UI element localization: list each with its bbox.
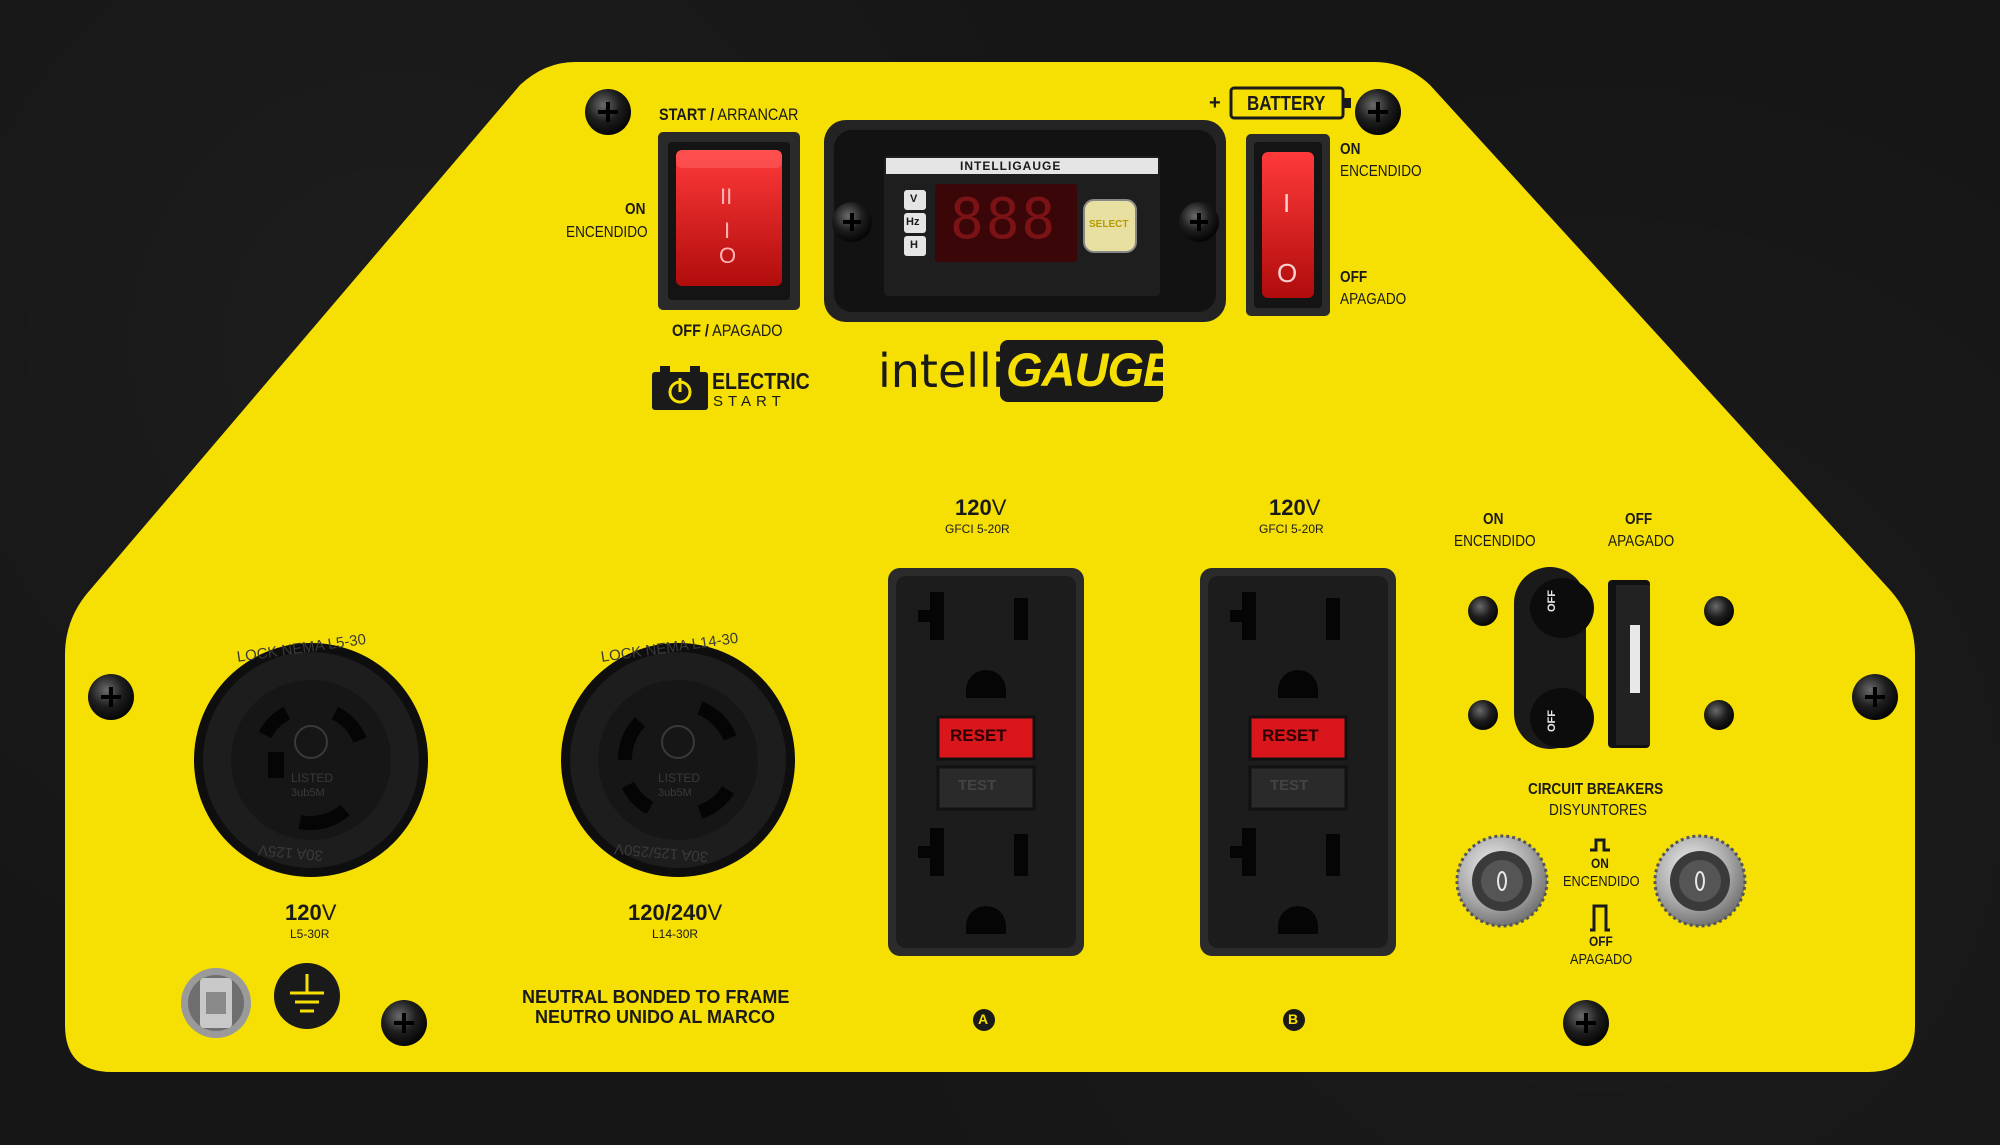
battery-power-icon bbox=[652, 366, 708, 410]
gfci-b-type: GFCI 5-20R bbox=[1259, 522, 1324, 536]
breaker-toggle-1[interactable] bbox=[1530, 578, 1594, 638]
outlet2-type: L14-30R bbox=[652, 927, 699, 941]
breaker-2-toggle-label: OFF bbox=[1546, 710, 1558, 732]
gauge-logo-box bbox=[1000, 340, 1163, 402]
mode-indicator-v bbox=[904, 190, 926, 210]
outlet1-listed-code: 3ub5M bbox=[291, 787, 325, 799]
battery-off-label: OFF bbox=[1340, 269, 1368, 286]
screw-icon bbox=[585, 89, 631, 135]
intelligauge-meter bbox=[824, 120, 1226, 322]
breaker-off-label: OFF bbox=[1625, 511, 1653, 528]
screw-icon bbox=[1704, 596, 1734, 626]
start-off-label: OFF / APAGADO bbox=[672, 321, 783, 340]
battery-on-label-es: ENCENDIDO bbox=[1340, 163, 1422, 180]
battery-rocker-switch[interactable] bbox=[1246, 134, 1330, 316]
gauge-display: 888 bbox=[950, 187, 1058, 252]
push-breaker-off-icon bbox=[1590, 904, 1610, 932]
start-on-label-es: ENCENDIDO bbox=[566, 224, 648, 241]
breaker-on-label: ON bbox=[1483, 511, 1504, 528]
gauge-logo-light: intelli bbox=[878, 344, 1005, 398]
gfci-a-type: GFCI 5-20R bbox=[945, 522, 1010, 536]
gfci-b-test-label: TEST bbox=[1270, 777, 1309, 794]
battery-label: BATTERY bbox=[1247, 93, 1326, 115]
gfci-b-reset-button[interactable] bbox=[1248, 715, 1348, 761]
neutral-note-line1: NEUTRAL BONDED TO FRAME bbox=[522, 987, 790, 1007]
push-on-label: ON bbox=[1591, 855, 1609, 871]
outlet1-listed: LISTED bbox=[291, 771, 334, 785]
intelligauge-header: INTELLIGAUGE bbox=[960, 159, 1062, 173]
breaker-title: CIRCUIT BREAKERS bbox=[1528, 781, 1664, 798]
panel-plate bbox=[65, 62, 1915, 1072]
outlet2-listed-code: 3ub5M bbox=[658, 787, 692, 799]
mode-hz-label: Hz bbox=[906, 216, 920, 228]
screw-icon bbox=[1704, 700, 1734, 730]
battery-off-label-es: APAGADO bbox=[1340, 291, 1407, 308]
battery-polarity: + bbox=[1209, 92, 1221, 114]
mode-indicator-hz bbox=[904, 213, 926, 233]
start-mark-1: I bbox=[724, 218, 731, 243]
screw-icon bbox=[1179, 202, 1219, 242]
gfci-b-test-button[interactable] bbox=[1248, 765, 1348, 811]
start-mark-2: II bbox=[720, 184, 733, 209]
outlet2-voltage: 120/240V bbox=[628, 900, 723, 925]
electric-start-line2: START bbox=[713, 393, 786, 410]
gfci-outlet-a[interactable] bbox=[888, 568, 1084, 956]
outlet1-type: L5-30R bbox=[290, 927, 330, 941]
start-title: START / ARRANCAR bbox=[659, 105, 799, 124]
breaker-toggle-2[interactable] bbox=[1530, 688, 1594, 748]
gfci-a-voltage: 120V bbox=[955, 495, 1007, 520]
ground-symbol-icon bbox=[274, 963, 340, 1029]
gfci-a-test-label: TEST bbox=[958, 777, 997, 794]
battery-mark-on: I bbox=[1283, 188, 1291, 218]
gfci-a-reset-button[interactable] bbox=[936, 715, 1036, 761]
start-on-label: ON bbox=[625, 201, 646, 218]
circuit-b-badge bbox=[1283, 1009, 1305, 1031]
outlet1-voltage: 120V bbox=[285, 900, 337, 925]
mode-v-label: V bbox=[910, 193, 918, 205]
battery-mark-off: O bbox=[1277, 258, 1298, 288]
ground-lug[interactable] bbox=[181, 968, 251, 1038]
gfci-b-reset-label: RESET bbox=[1262, 726, 1319, 745]
mode-indicator-h bbox=[904, 236, 926, 256]
locking-outlet-l5-30[interactable] bbox=[194, 643, 428, 877]
neutral-note-line2: NEUTRO UNIDO AL MARCO bbox=[535, 1007, 775, 1027]
circuit-a-badge bbox=[973, 1009, 995, 1031]
gauge-logo-bold: GAUGE bbox=[1006, 343, 1174, 396]
breaker-1-toggle-label: OFF bbox=[1546, 590, 1558, 612]
start-rocker-switch[interactable] bbox=[658, 132, 800, 310]
select-button[interactable]: SELECT bbox=[1089, 219, 1129, 230]
push-breaker-on-icon bbox=[1590, 838, 1610, 852]
screw-icon bbox=[1355, 89, 1401, 135]
screw-icon bbox=[1563, 1000, 1609, 1046]
battery-on-label: ON bbox=[1340, 141, 1361, 158]
push-breaker-left[interactable] bbox=[1455, 834, 1549, 928]
screw-icon bbox=[832, 202, 872, 242]
push-off-label-es: APAGADO bbox=[1570, 951, 1633, 968]
gfci-outlet-b[interactable] bbox=[1200, 568, 1396, 956]
breaker-title-es: DISYUNTORES bbox=[1549, 802, 1647, 819]
battery-label-box bbox=[1229, 86, 1351, 120]
start-mark-0: O bbox=[719, 243, 737, 268]
breaker-on-label-es: ENCENDIDO bbox=[1454, 533, 1536, 550]
mode-h-label: H bbox=[910, 239, 918, 251]
outlet2-listed: LISTED bbox=[658, 771, 701, 785]
gfci-a-reset-label: RESET bbox=[950, 726, 1007, 745]
screw-icon bbox=[1852, 674, 1898, 720]
breaker-off-label-es: APAGADO bbox=[1608, 533, 1675, 550]
electric-start-line1: ELECTRIC bbox=[712, 368, 810, 394]
screw-icon bbox=[1468, 596, 1498, 626]
locking-outlet-l14-30[interactable] bbox=[561, 643, 795, 877]
push-off-label: OFF bbox=[1589, 933, 1613, 949]
gfci-b-voltage: 120V bbox=[1269, 495, 1321, 520]
screw-icon bbox=[88, 674, 134, 720]
gfci-b-letter: B bbox=[1288, 1011, 1299, 1027]
push-breaker-right[interactable] bbox=[1653, 834, 1747, 928]
screw-icon bbox=[381, 1000, 427, 1046]
gfci-a-test-button[interactable] bbox=[936, 765, 1036, 811]
gfci-a-letter: A bbox=[978, 1011, 989, 1027]
screw-icon bbox=[1468, 700, 1498, 730]
push-on-label-es: ENCENDIDO bbox=[1563, 873, 1640, 890]
